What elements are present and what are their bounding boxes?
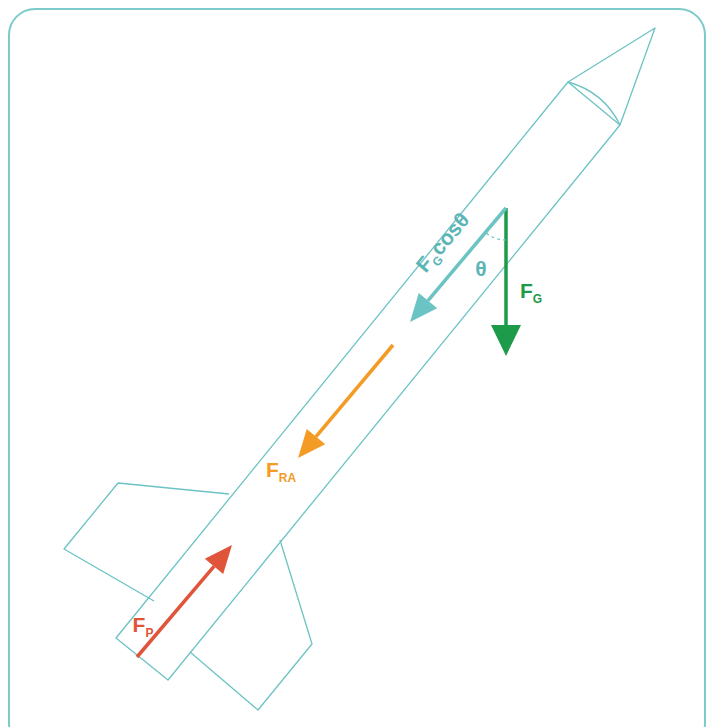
label-text: F (266, 458, 279, 481)
thrust-arrow (137, 566, 214, 657)
nose-seam (568, 82, 620, 125)
rocket-nose (568, 28, 655, 125)
thrust-label: FP (133, 614, 154, 639)
angle-label: θ (475, 258, 486, 279)
label-text: F (133, 613, 146, 636)
force-arrows (137, 208, 521, 657)
label-text: F (520, 279, 533, 302)
rocket-body (116, 82, 620, 680)
subscript-text: RA (279, 471, 296, 485)
drag-label: FRA (266, 459, 296, 484)
subscript-text: G (533, 292, 542, 306)
subscript-text: P (145, 626, 153, 640)
left-fin (64, 483, 229, 601)
gravity-arrow (504, 208, 508, 327)
drag-head (298, 429, 325, 458)
thrust-head (205, 545, 232, 574)
gravity-label: FG (520, 280, 542, 305)
rocket-outline (64, 28, 655, 710)
gravity-head (491, 325, 521, 356)
right-fin (190, 540, 312, 710)
drag-arrow (316, 345, 393, 437)
frame (9, 9, 705, 727)
label-text: θ (475, 257, 486, 280)
gravity-component-head (410, 293, 437, 322)
angle-arc (485, 233, 506, 241)
